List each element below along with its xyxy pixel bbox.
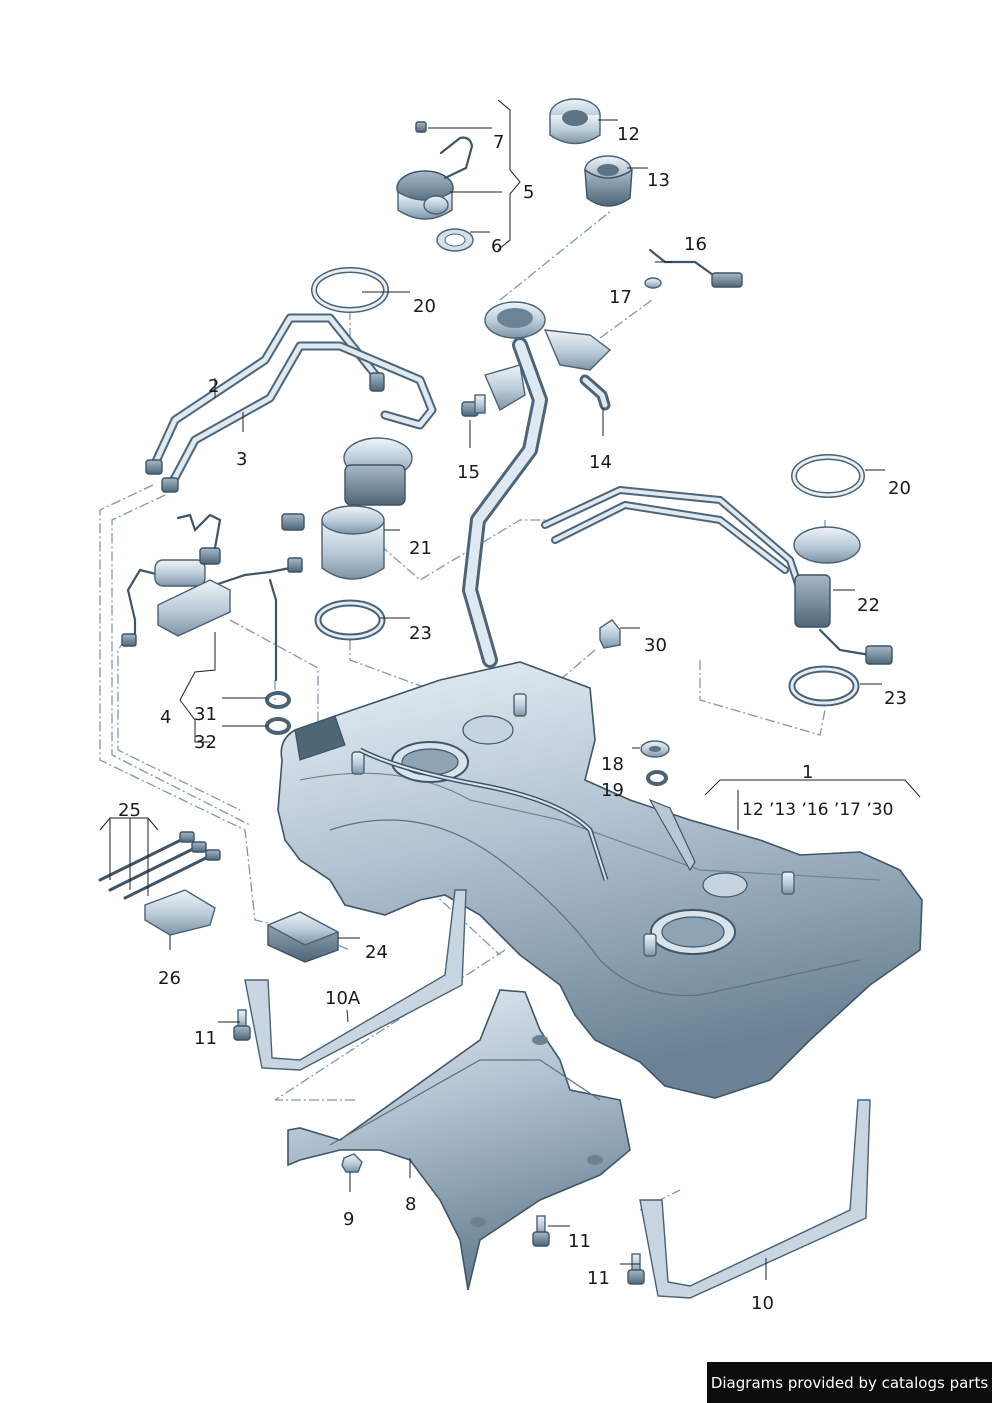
fuel-line-2 bbox=[148, 313, 383, 473]
callout-25: 25 bbox=[118, 800, 141, 821]
locking-ring-20-left bbox=[311, 267, 389, 313]
bolt-11-a bbox=[233, 1009, 251, 1041]
seal-ring-23-left bbox=[314, 599, 386, 641]
insert-13 bbox=[584, 155, 633, 207]
seal-ring-23-right bbox=[788, 665, 860, 707]
cap-30 bbox=[599, 619, 621, 649]
callout-17: 17 bbox=[609, 287, 632, 308]
callout-11-b: 11 bbox=[568, 1231, 591, 1252]
fuel-tank-1 bbox=[277, 661, 923, 1099]
callout-23-right: 23 bbox=[884, 688, 907, 709]
callout-14: 14 bbox=[589, 452, 612, 473]
hoses-25 bbox=[98, 831, 221, 900]
bolt-11-c bbox=[627, 1253, 645, 1285]
strap-10 bbox=[639, 1099, 871, 1299]
callout-9: 9 bbox=[343, 1209, 354, 1230]
callout-18: 18 bbox=[601, 754, 624, 775]
callout-8: 8 bbox=[405, 1194, 416, 1215]
diagram-credit-banner: Diagrams provided by catalogs parts bbox=[707, 1362, 992, 1403]
fuel-lines-right bbox=[541, 486, 804, 594]
clamp-32 bbox=[265, 717, 291, 735]
filler-neck-pipe bbox=[462, 301, 612, 668]
clamp-31 bbox=[265, 691, 291, 709]
grommet-17 bbox=[644, 277, 662, 289]
callout-13: 13 bbox=[647, 170, 670, 191]
line-3-connector bbox=[161, 477, 179, 493]
callout-5: 5 bbox=[523, 182, 534, 203]
callout-19: 19 bbox=[601, 780, 624, 801]
callout-26: 26 bbox=[158, 968, 181, 989]
bolt-11-b bbox=[532, 1215, 550, 1247]
bolt-15 bbox=[461, 394, 486, 417]
callout-31: 31 bbox=[194, 704, 217, 725]
vent-hose-14 bbox=[579, 374, 611, 411]
leader-lines bbox=[99, 99, 921, 1280]
seal-6 bbox=[436, 228, 474, 252]
strap-10a bbox=[244, 889, 467, 1071]
callout-11-c: 11 bbox=[587, 1268, 610, 1289]
fuel-line-3 bbox=[165, 341, 437, 492]
nut-9 bbox=[341, 1153, 363, 1173]
callout-1: 1 bbox=[802, 762, 813, 783]
wiring-16 bbox=[648, 248, 743, 288]
callout-3: 3 bbox=[236, 449, 247, 470]
callout-22: 22 bbox=[857, 595, 880, 616]
callout-23-left: 23 bbox=[409, 623, 432, 644]
callout-1-subparts: 12 ’13 ’16 ’17 ’30 bbox=[742, 800, 893, 820]
credit-text: Diagrams provided by catalogs parts bbox=[710, 1373, 989, 1392]
grommet-18 bbox=[640, 740, 670, 758]
locking-ring-20-right bbox=[791, 454, 865, 498]
callout-30: 30 bbox=[644, 635, 667, 656]
callout-32: 32 bbox=[194, 732, 217, 753]
callout-15: 15 bbox=[457, 462, 480, 483]
ring-12 bbox=[549, 98, 601, 145]
callout-2: 2 bbox=[208, 376, 219, 397]
bracket-26 bbox=[144, 889, 216, 936]
callout-10a: 10A bbox=[325, 988, 361, 1009]
callout-7: 7 bbox=[493, 132, 504, 153]
callout-11-a: 11 bbox=[194, 1028, 217, 1049]
control-module-24 bbox=[266, 911, 340, 963]
fuel-filter-4 bbox=[121, 513, 303, 682]
sender-unit-22 bbox=[793, 526, 893, 665]
callout-20-right: 20 bbox=[888, 478, 911, 499]
callout-20-left: 20 bbox=[413, 296, 436, 317]
heat-shield-8 bbox=[287, 989, 631, 1291]
callout-4: 4 bbox=[160, 707, 171, 728]
callout-24: 24 bbox=[365, 942, 388, 963]
callout-10: 10 bbox=[751, 1293, 774, 1314]
seal-19 bbox=[646, 770, 668, 786]
callout-16: 16 bbox=[684, 234, 707, 255]
fuel-pump-21 bbox=[281, 437, 413, 580]
callout-21: 21 bbox=[409, 538, 432, 559]
line-2-end-fitting bbox=[369, 372, 385, 392]
callout-6: 6 bbox=[491, 236, 502, 257]
line-2-connector bbox=[145, 459, 163, 475]
fuel-cap-5 bbox=[396, 121, 474, 220]
callout-12: 12 bbox=[617, 124, 640, 145]
callout-labels: 7 5 6 12 13 16 17 20 2 3 15 14 20 21 22 … bbox=[118, 124, 911, 1314]
